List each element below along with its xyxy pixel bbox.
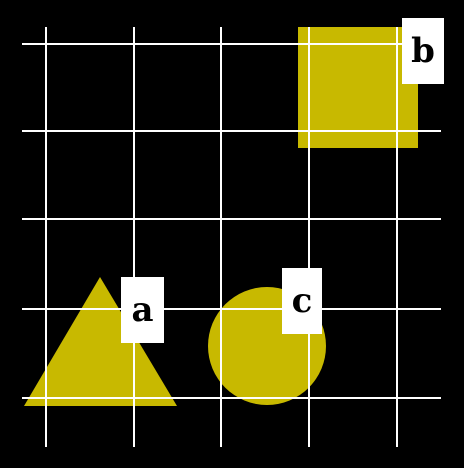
label-a: a [121,277,164,343]
label-c: c [282,268,322,334]
label-b: b [402,18,444,84]
triangle-shape [24,277,177,406]
grid [22,27,441,447]
square-shape [298,27,418,148]
